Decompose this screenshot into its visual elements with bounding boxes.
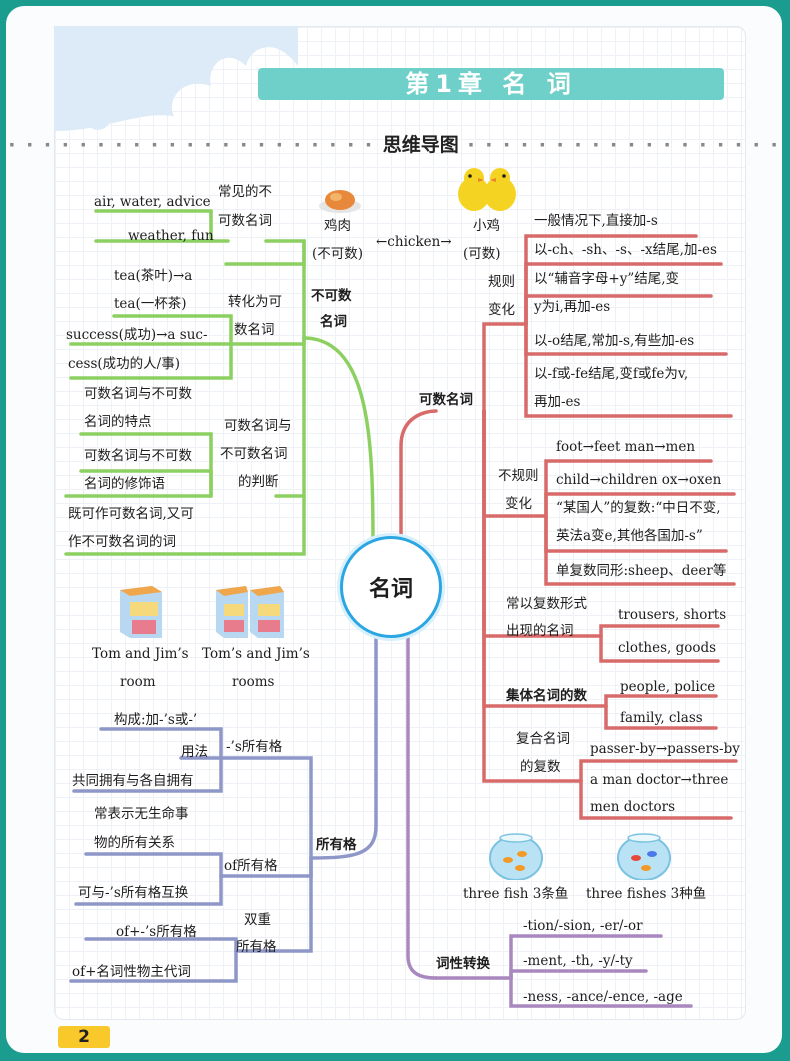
- double-possessive-label-line1: 双重: [244, 912, 271, 928]
- judgement-label-line2: 不可数名词: [220, 446, 288, 462]
- room-caption: Tom’s and Jim’s: [202, 646, 310, 662]
- page: 第1章 名 词 · · · · · · · · · · · · · · · · …: [6, 6, 782, 1053]
- common-uncountable-item: weather, fun: [128, 228, 214, 244]
- conversion-item: cess(成功的人/事): [68, 356, 180, 372]
- conversion-label-line1: 转化为可: [228, 294, 282, 310]
- collective-item: people, police: [620, 679, 716, 695]
- possessive-label: 所有格: [316, 837, 357, 853]
- plural-form-item: trousers, shorts: [618, 607, 727, 623]
- double-possessive-item: of+-’s所有格: [116, 924, 197, 940]
- regular-label-line1: 规则: [488, 274, 515, 290]
- fish-caption: three fish 3条鱼: [463, 886, 569, 902]
- uncountable-label-line1: 不可数: [311, 288, 352, 304]
- compound-item: passer-by→passers-by: [590, 741, 740, 757]
- fish-bowl-different-species-icon: [617, 833, 671, 880]
- center-node: 名词: [340, 536, 442, 638]
- room-caption: rooms: [232, 674, 275, 690]
- regular-rule: y为i,再加-es: [534, 299, 611, 315]
- judgement-item: 可数名词与不可数: [84, 386, 192, 402]
- chicken-meat-label: 鸡肉: [324, 218, 351, 234]
- common-uncountable-label-line2: 可数名词: [218, 213, 272, 229]
- common-uncountable-label-line1: 常见的不: [218, 184, 272, 200]
- regular-label-line2: 变化: [488, 302, 515, 318]
- irregular-item: “某国人”的复数:“中日不变,: [556, 500, 721, 516]
- section-heading: · · · · · · · · · · · · · · · · · · · · …: [8, 134, 780, 156]
- compound-item: a man doctor→three: [590, 772, 729, 788]
- plural-form-label-line1: 常以复数形式: [506, 596, 587, 612]
- cloud-decoration: [54, 26, 298, 131]
- collective-item: family, class: [620, 710, 703, 726]
- chicks-icon: [458, 168, 516, 211]
- regular-rule: 再加-es: [534, 394, 581, 410]
- roast-chicken-icon: [319, 190, 361, 213]
- double-possessive-item: of+名词性物主代词: [72, 964, 191, 980]
- s-possessive-item: 共同拥有与各自拥有: [72, 773, 194, 789]
- conversion-item: success(成功)→a suc-: [66, 327, 208, 343]
- regular-rule: 以-f或-fe结尾,变f或fe为v,: [534, 366, 689, 382]
- uncountable-label-line2: 名词: [320, 314, 347, 330]
- double-possessive-label-line2: 所有格: [236, 939, 277, 955]
- of-possessive-label: of所有格: [224, 858, 278, 874]
- fish-bowl-same-species-icon: [489, 833, 543, 880]
- irregular-item: child→children ox→oxen: [556, 472, 722, 488]
- conversion-item: tea(一杯茶): [114, 296, 187, 312]
- compound-item: men doctors: [590, 799, 676, 815]
- judgement-item: 名词的特点: [84, 414, 152, 430]
- judgement-item: 名词的修饰语: [84, 476, 165, 492]
- of-possessive-item: 物的所有关系: [94, 835, 175, 851]
- countable-label: 可数名词: [419, 392, 473, 408]
- plural-form-label-line2: 出现的名词: [506, 623, 574, 639]
- regular-rule: 以“辅音字母+y”结尾,变: [534, 271, 680, 287]
- word-formation-item: -ment, -th, -y/-ty: [523, 953, 633, 969]
- chick-note: (可数): [463, 246, 501, 262]
- separate-rooms-icon: [216, 586, 284, 638]
- shared-room-icon: [120, 586, 162, 638]
- chicken-word: ←chicken→: [376, 234, 452, 250]
- s-possessive-item: 用法: [181, 744, 208, 760]
- chick-label: 小鸡: [473, 218, 500, 234]
- regular-rule: 以-o结尾,常加-s,有些加-es: [534, 333, 695, 349]
- s-possessive-label: -’s所有格: [226, 739, 283, 755]
- compound-label-line1: 复合名词: [516, 731, 570, 747]
- word-formation-item: -tion/-sion, -er/-or: [523, 918, 643, 934]
- s-possessive-item: 构成:加-’s或-’: [114, 712, 198, 728]
- room-caption: room: [120, 674, 156, 690]
- of-possessive-item: 常表示无生命事: [94, 806, 189, 822]
- compound-label-line2: 的复数: [520, 759, 561, 775]
- judgement-item: 可数名词与不可数: [84, 448, 192, 464]
- word-formation-item: -ness, -ance/-ence, -age: [523, 989, 683, 1005]
- judgement-label-line1: 可数名词与: [224, 418, 292, 434]
- judgement-label-line3: 的判断: [238, 474, 279, 490]
- chicken-meat-note: (不可数): [312, 246, 364, 262]
- regular-rule: 以-ch、-sh、-s、-x结尾,加-es: [534, 242, 717, 258]
- irregular-item: foot→feet man→men: [556, 439, 696, 455]
- irregular-label-line2: 变化: [505, 496, 532, 512]
- collective-label: 集体名词的数: [506, 688, 587, 704]
- conversion-item: tea(茶叶)→a: [114, 268, 193, 284]
- word-formation-label: 词性转换: [436, 956, 490, 972]
- room-caption: Tom and Jim’s: [92, 646, 189, 662]
- mind-map-branches: [64, 209, 738, 1008]
- common-uncountable-item: air, water, advice: [94, 194, 211, 210]
- irregular-item: 英法a变e,其他各国加-s”: [556, 528, 703, 544]
- plural-form-item: clothes, goods: [618, 640, 717, 656]
- chapter-title: 第1章 名 词: [258, 68, 724, 100]
- of-possessive-item: 可与-’s所有格互换: [78, 885, 189, 901]
- page-number: 2: [58, 1026, 110, 1048]
- irregular-label-line1: 不规则: [498, 468, 539, 484]
- fish-caption: three fishes 3种鱼: [586, 886, 707, 902]
- judgement-item: 作不可数名词的词: [68, 534, 176, 550]
- irregular-item: 单复数同形:sheep、deer等: [556, 563, 727, 579]
- regular-rule: 一般情况下,直接加-s: [534, 213, 658, 229]
- judgement-item: 既可作可数名词,又可: [68, 506, 194, 522]
- conversion-label-line2: 数名词: [234, 322, 275, 338]
